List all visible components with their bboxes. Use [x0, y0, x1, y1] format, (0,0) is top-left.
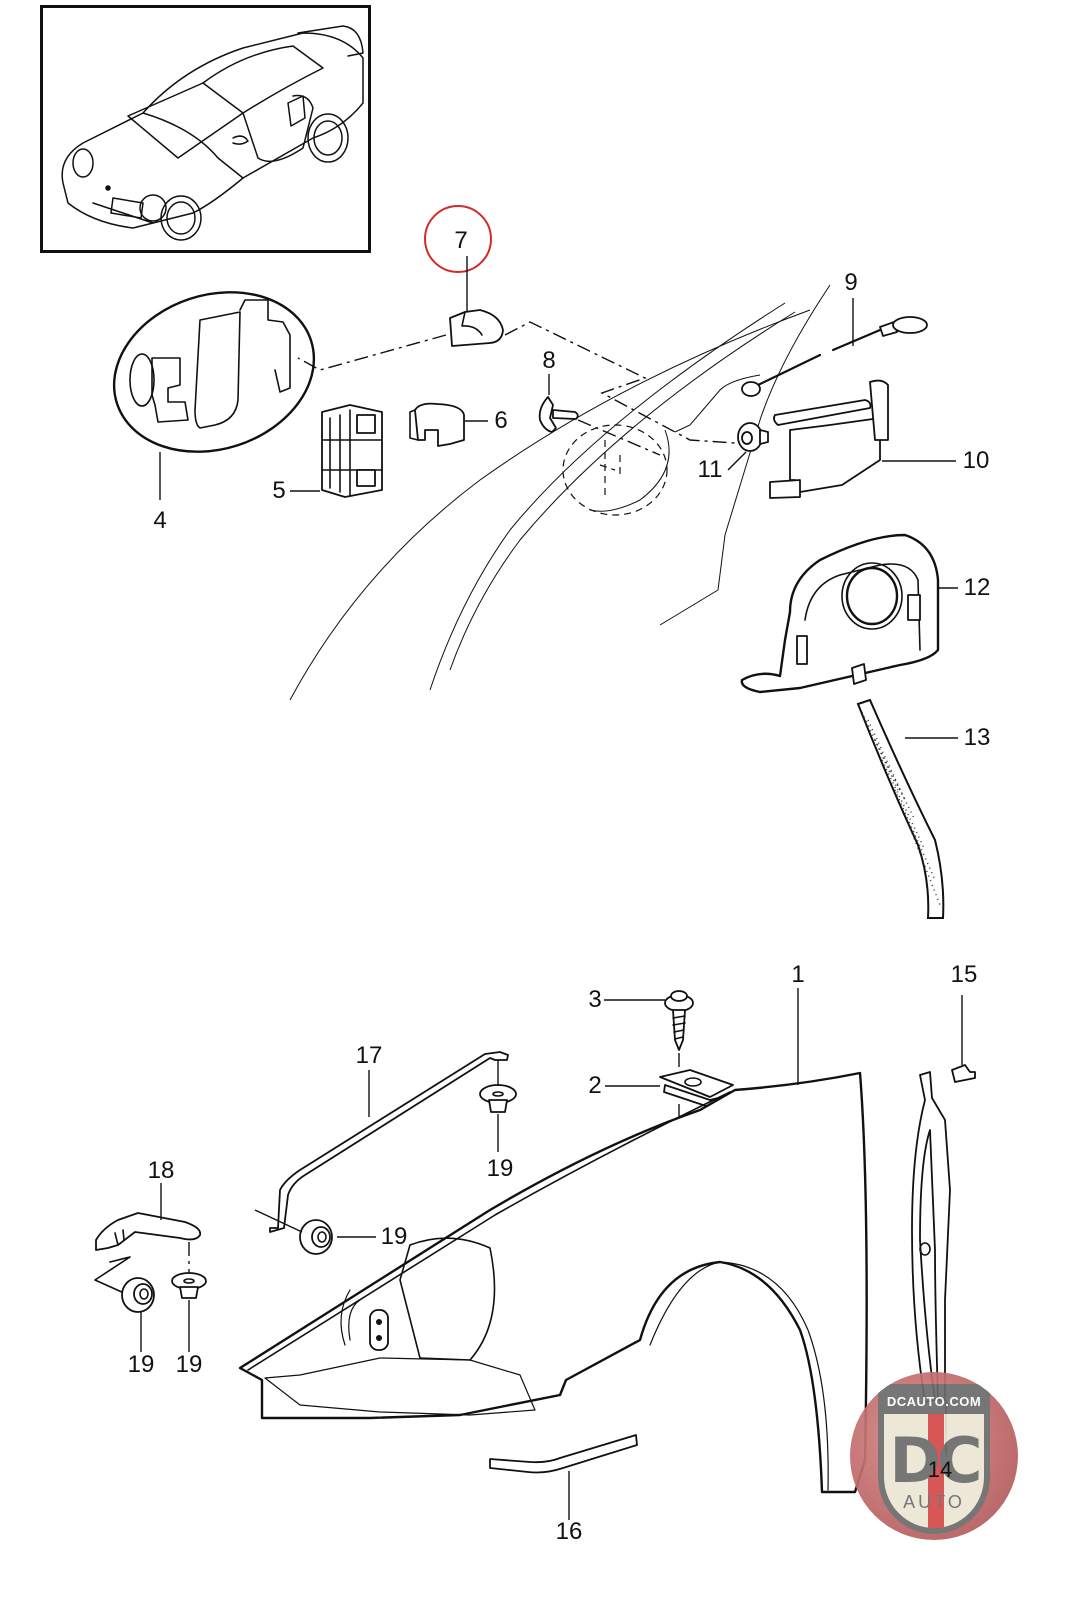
callout-2[interactable]: 2: [588, 1072, 602, 1099]
part-9-cable[interactable]: [741, 316, 928, 397]
callout-4[interactable]: 4: [153, 507, 167, 534]
callout-16[interactable]: 16: [555, 1518, 583, 1545]
part-3-screw[interactable]: [664, 990, 694, 1051]
part-19-nut-b[interactable]: [299, 1219, 333, 1255]
part-19-nut-d[interactable]: [171, 1272, 207, 1299]
part-17-strip[interactable]: [269, 1051, 509, 1233]
shield-stripe: [928, 1390, 944, 1528]
callout-3[interactable]: 3: [588, 986, 602, 1013]
dcauto-watermark-badge: DCAUTO.COM DC AUTO: [850, 1372, 1018, 1540]
part-14-seal[interactable]: [911, 1071, 951, 1403]
callout-6[interactable]: 6: [494, 407, 508, 434]
highlight-circle-part-7: [424, 205, 492, 273]
assembly-zigzag-18: [94, 1256, 131, 1294]
callout-19-c[interactable]: 19: [127, 1351, 155, 1378]
callout-1[interactable]: 1: [791, 961, 805, 988]
watermark-site-text: DCAUTO.COM: [886, 1394, 982, 1409]
part-1-fender[interactable]: [238, 1071, 868, 1494]
leader-19-b-assembly: [254, 1209, 303, 1233]
part-11-grommet[interactable]: [737, 422, 769, 452]
assembly-line-7: [504, 321, 736, 444]
callout-19-a[interactable]: 19: [486, 1155, 514, 1182]
part-12-housing[interactable]: [740, 533, 940, 694]
callout-10[interactable]: 10: [962, 447, 990, 474]
part-19-nut-a[interactable]: [479, 1084, 517, 1113]
body-panel-outline: [289, 284, 831, 701]
callout-12[interactable]: 12: [963, 574, 991, 601]
callout-18[interactable]: 18: [147, 1157, 175, 1184]
part-7-cap[interactable]: [449, 309, 504, 347]
watermark-logo-letters: DC: [889, 1424, 983, 1497]
car-illustration: [61, 25, 364, 241]
part-16-trim[interactable]: [489, 1434, 638, 1474]
leader-11: [727, 451, 747, 471]
callout-15[interactable]: 15: [950, 961, 978, 988]
part-15-clip[interactable]: [951, 1064, 976, 1083]
part-10-actuator[interactable]: [769, 379, 889, 499]
watermark-logo-word: AUTO: [903, 1492, 965, 1512]
part-13-hose[interactable]: [856, 698, 945, 919]
callout-19-b[interactable]: 19: [380, 1223, 408, 1250]
callout-14[interactable]: 14: [927, 1457, 953, 1482]
part-18-bracket[interactable]: [95, 1212, 202, 1251]
part-6-clip[interactable]: [409, 402, 465, 447]
callout-7[interactable]: 7: [454, 227, 468, 254]
part-4-fuel-flap[interactable]: [93, 267, 335, 477]
part-8-pin[interactable]: [538, 396, 579, 433]
callout-13[interactable]: 13: [963, 724, 991, 751]
assembly-line-8: [577, 419, 661, 456]
part-5-bracket[interactable]: [321, 404, 383, 498]
callout-5[interactable]: 5: [272, 477, 286, 504]
callout-8[interactable]: 8: [542, 347, 556, 374]
callout-9[interactable]: 9: [844, 269, 858, 296]
callout-19-d[interactable]: 19: [175, 1351, 203, 1378]
part-19-nut-c[interactable]: [121, 1277, 155, 1313]
vehicle-overview-inset: [40, 5, 371, 253]
dcauto-shield-logo: DCAUTO.COM DC AUTO: [878, 1384, 990, 1534]
shield-header: [878, 1384, 990, 1414]
callout-17[interactable]: 17: [355, 1042, 383, 1069]
callout-11[interactable]: 11: [697, 456, 723, 483]
assembly-line-4: [297, 334, 447, 371]
